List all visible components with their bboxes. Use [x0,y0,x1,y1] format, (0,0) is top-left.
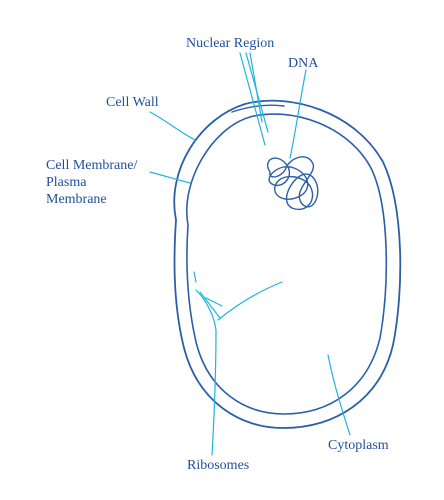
ribosomes-label: Ribosomes [187,458,250,473]
ribosome-mark [193,271,197,283]
ribosomes-leader [195,289,217,456]
cell-membrane-label-line-1: Cell Membrane/ [46,158,138,173]
cytoplasm-label: Cytoplasm [328,438,389,453]
cytoplasm-leader [327,354,351,436]
cell-membrane-leader [149,171,191,184]
cell-membrane-label-line-3: Membrane [46,192,107,207]
cell-wall-outline [173,99,402,429]
nuclear-region-leader-3 [249,52,263,123]
ribosomes-leader-2 [217,281,283,321]
cell-membrane-outline [186,113,388,415]
cell-membrane-label: Cell Membrane/ Plasma Membrane [46,157,137,208]
nuclear-region-label: Nuclear Region [186,36,275,51]
cell-wall-leader [149,111,196,141]
cell-wall-label: Cell Wall [106,95,159,110]
nuclear-region-leader [239,52,266,146]
dna-icon [267,156,319,211]
dna-label: DNA [288,56,319,71]
ribosome-pointer-2 [205,297,223,307]
dna-leader [289,69,307,159]
cell-membrane-label-line-2: Plasma [46,175,87,190]
ribosome-pointer [199,291,221,319]
